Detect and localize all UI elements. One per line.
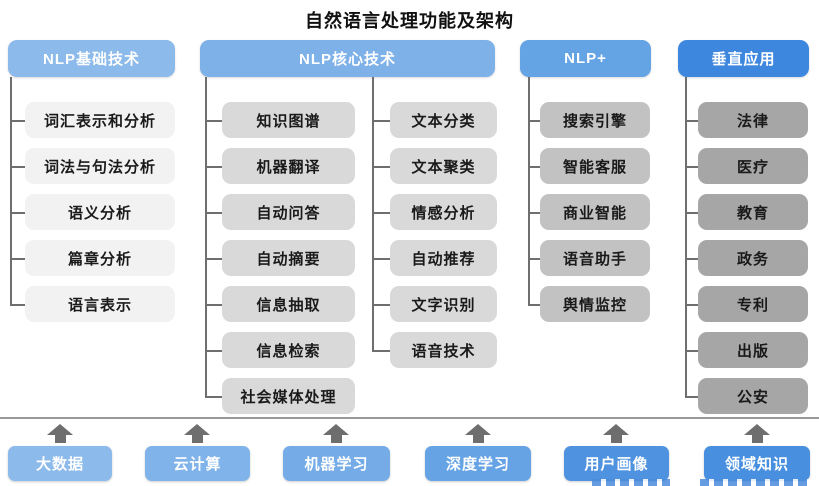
node-item: 语义分析 [10,194,175,230]
horizontal-divider [0,417,819,419]
foundation-box-big-data: 大数据 [8,446,112,481]
node-item: 信息检索 [205,332,355,368]
foundation-box-deep-learning: 深度学习 [425,446,531,481]
up-arrow-icon [603,424,629,443]
node-item: 舆情监控 [528,286,650,322]
up-arrow-icon [184,424,210,443]
column-header-nlp-core: NLP核心技术 [200,40,495,77]
node-item: 篇章分析 [10,240,175,276]
connector-spine-vertical [685,77,687,396]
column-header-nlp-basic: NLP基础技术 [8,40,175,77]
node-item: 商业智能 [528,194,650,230]
node-item: 语言表示 [10,286,175,322]
foundation-box-machine-learning: 机器学习 [283,446,390,481]
watermark-fragment [592,479,670,486]
connector-spine-core-right [372,77,374,350]
node-item: 法律 [685,102,808,138]
node-item: 文本聚类 [372,148,497,184]
node-item: 自动问答 [205,194,355,230]
node-item: 知识图谱 [205,102,355,138]
up-arrow-icon [323,424,349,443]
node-item: 专利 [685,286,808,322]
foundation-box-domain-knowledge: 领域知识 [704,446,810,481]
node-item: 语音助手 [528,240,650,276]
node-item: 信息抽取 [205,286,355,322]
node-item: 智能客服 [528,148,650,184]
node-item: 自动摘要 [205,240,355,276]
up-arrow-icon [47,424,73,443]
up-arrow-icon [744,424,770,443]
watermark-fragment [700,479,812,486]
connector-spine-core-left [205,77,207,396]
foundation-box-cloud-computing: 云计算 [145,446,250,481]
node-item: 文本分类 [372,102,497,138]
node-item: 语音技术 [372,332,497,368]
connector-spine-basic [10,77,12,304]
node-item: 出版 [685,332,808,368]
node-item: 词法与句法分析 [10,148,175,184]
node-item: 政务 [685,240,808,276]
diagram-title: 自然语言处理功能及架构 [305,11,514,31]
foundation-box-user-profile: 用户画像 [564,446,669,481]
node-item: 社会媒体处理 [205,378,355,414]
node-item: 自动推荐 [372,240,497,276]
node-item: 词汇表示和分析 [10,102,175,138]
connector-spine-nlp-plus [528,77,530,304]
node-item: 搜索引擎 [528,102,650,138]
up-arrow-icon [465,424,491,443]
node-item: 教育 [685,194,808,230]
column-header-nlp-plus: NLP+ [520,40,651,77]
node-item: 情感分析 [372,194,497,230]
node-item: 医疗 [685,148,808,184]
column-header-vertical-app: 垂直应用 [678,40,809,77]
node-item: 公安 [685,378,808,414]
node-item: 文字识别 [372,286,497,322]
node-item: 机器翻译 [205,148,355,184]
